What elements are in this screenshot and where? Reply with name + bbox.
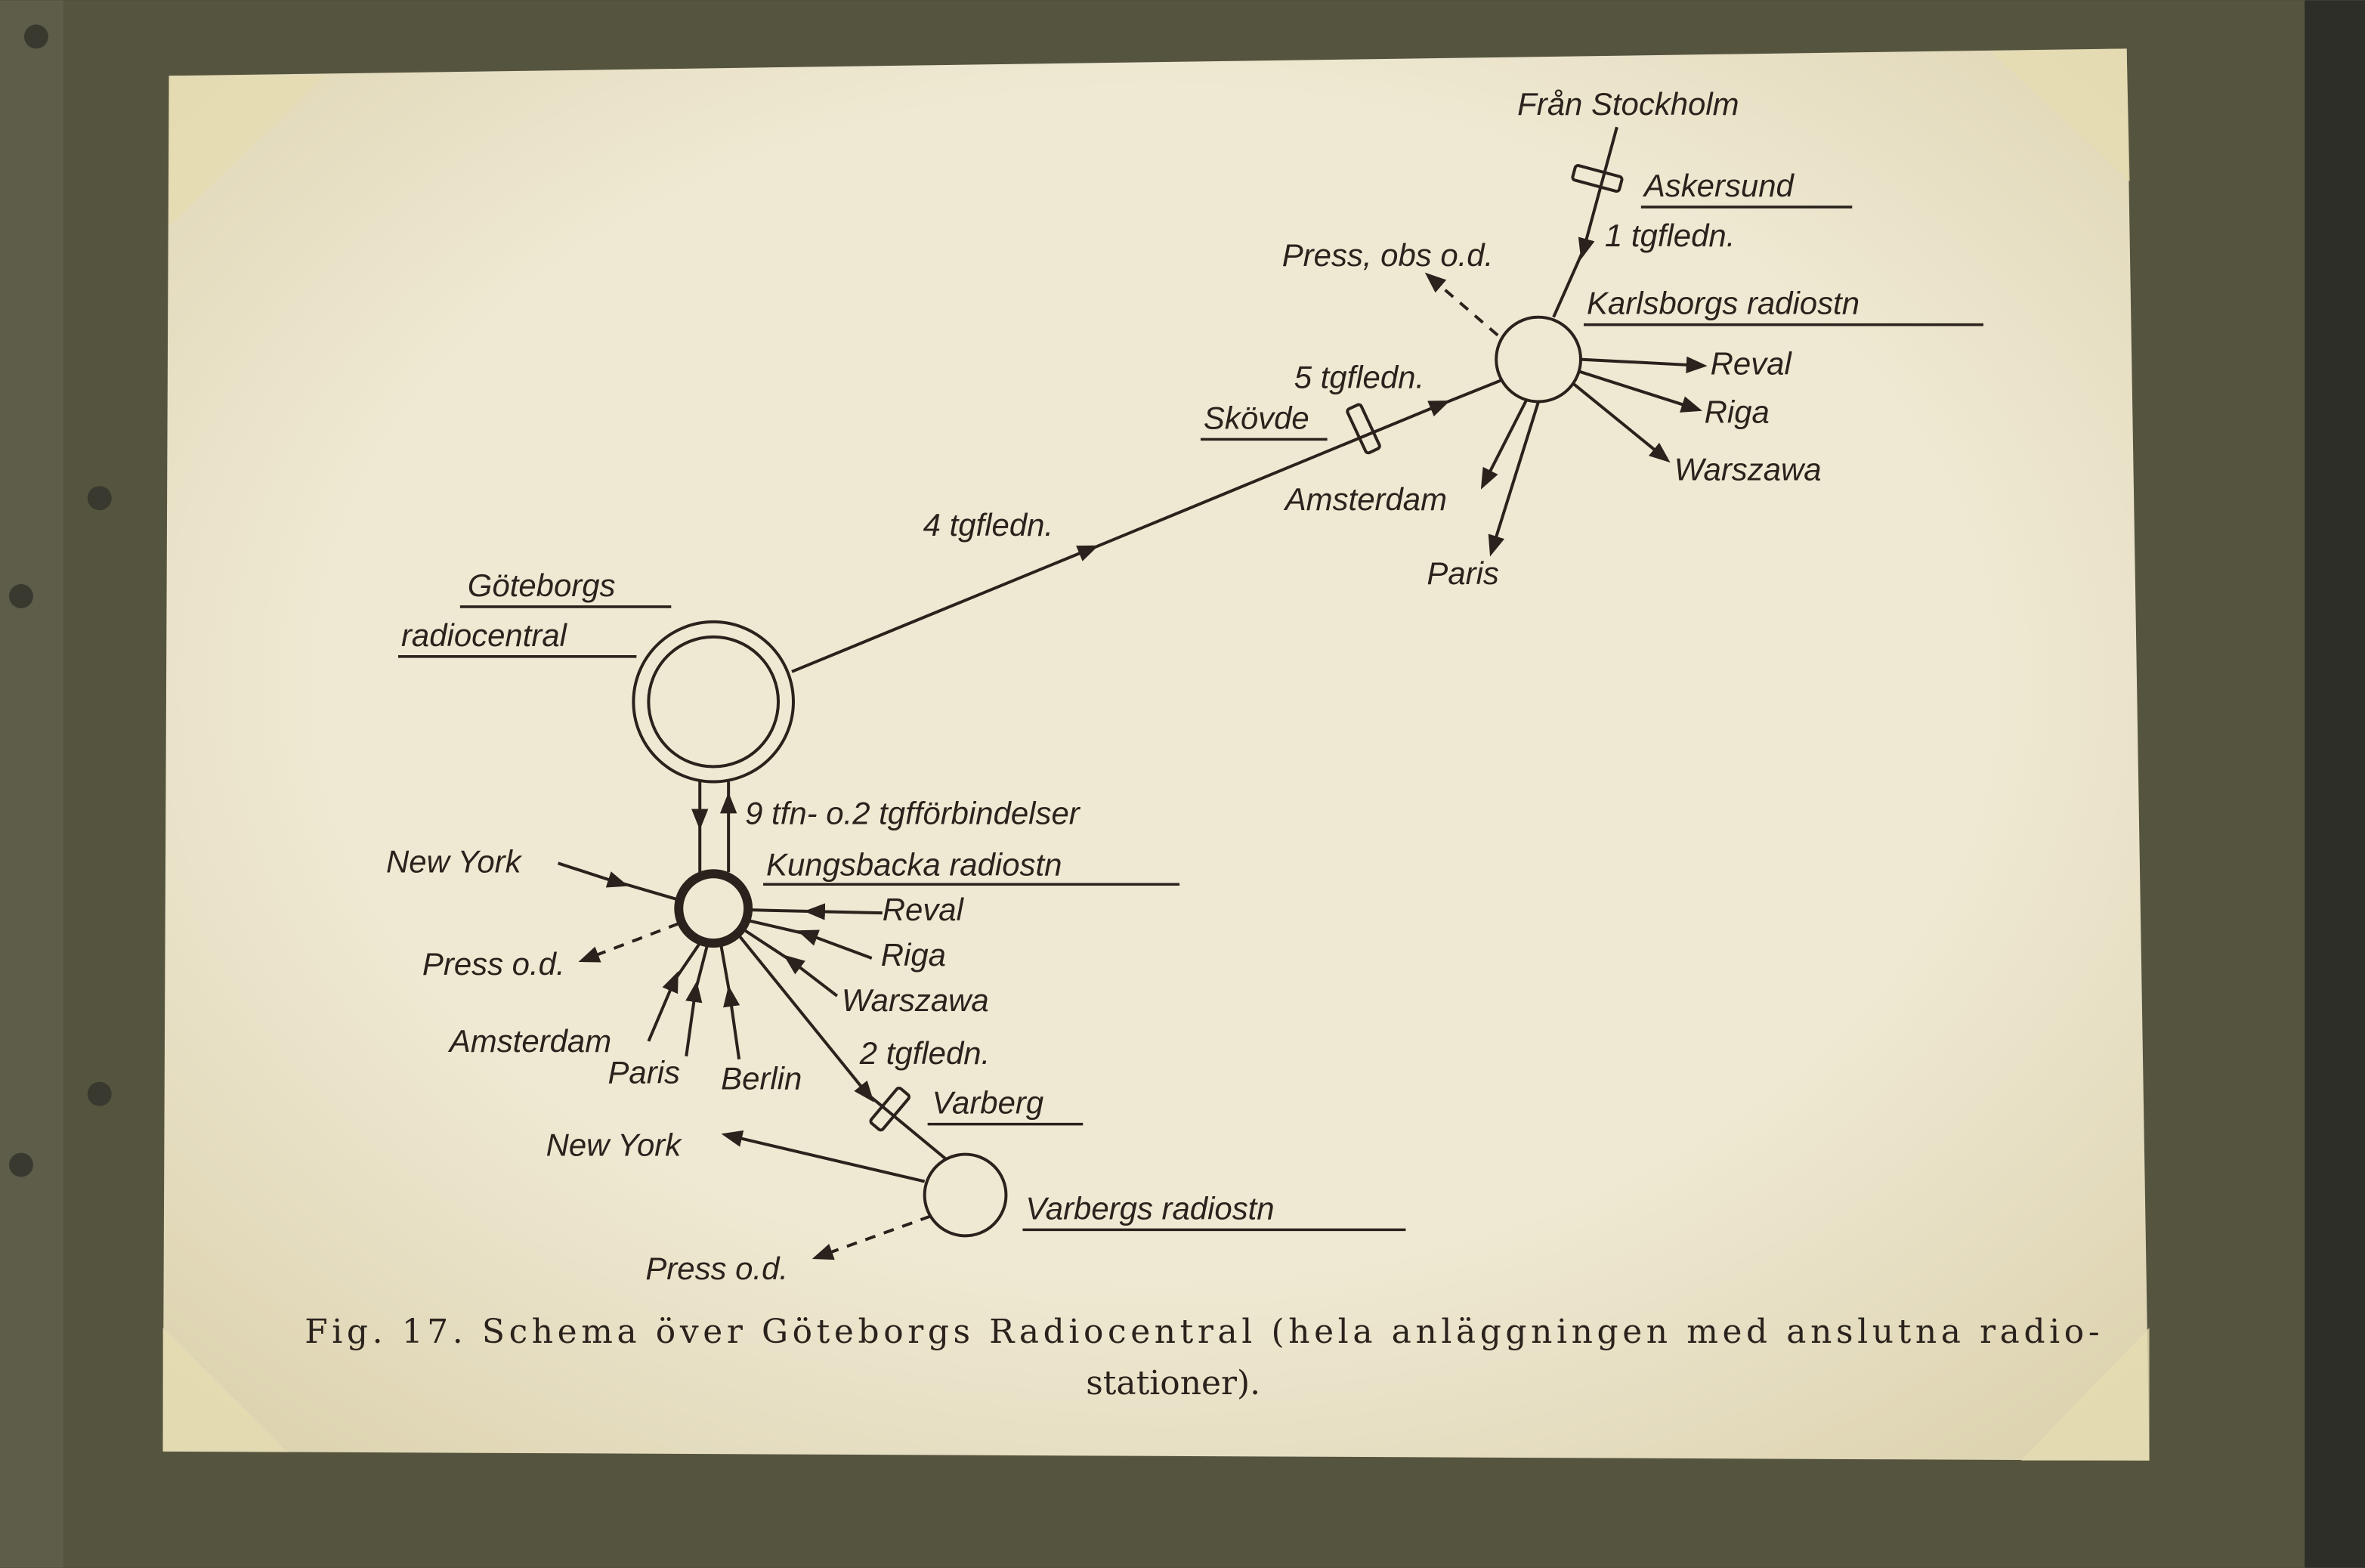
link-varberg-newyork xyxy=(721,1130,926,1183)
count-askersund: 1 tgfledn. xyxy=(1605,218,1735,253)
link-skovde-karlsborg xyxy=(1085,401,1451,552)
karlsborg-press-label: Press, obs o.d. xyxy=(1282,237,1494,273)
count-skovde: 5 tgfledn. xyxy=(1294,360,1424,395)
kungsbacka-newyork-label: New York xyxy=(386,843,523,879)
varberg-press-label: Press o.d. xyxy=(645,1251,788,1286)
varberg-relay-label: Varberg xyxy=(932,1085,1044,1121)
link-kungsbacka-varberg xyxy=(737,934,874,1103)
kungsbacka-warszawa-label: Warszawa xyxy=(842,982,989,1018)
link-riga-kungsbacka xyxy=(796,929,873,960)
kungsbacka-press-label: Press o.d. xyxy=(422,946,565,982)
varberg-node xyxy=(923,1152,1008,1238)
varberg-station-label: Varbergs radiostn xyxy=(1025,1190,1274,1226)
link-kungsbacka-press xyxy=(578,922,679,963)
link-goteborg-karlsborg xyxy=(791,545,1099,673)
karlsborg-riga-label: Riga xyxy=(1705,394,1770,429)
figure-caption-line-1: Fig. 17. Schema över Göteborgs Radiocent… xyxy=(305,1313,2099,1351)
goteborg-label-2: radiocentral xyxy=(401,617,568,653)
link-newyork-kungsbacka xyxy=(557,861,629,888)
kungsbacka-reval-label: Reval xyxy=(883,892,965,927)
karlsborg-paris-label: Paris xyxy=(1427,555,1499,591)
karlsborg-amsterdam-label: Amsterdam xyxy=(1283,481,1447,517)
kungsbacka-amsterdam-label: Amsterdam xyxy=(447,1023,611,1059)
link-karlsborg-paris xyxy=(1488,401,1541,557)
askersund-relay-icon xyxy=(1571,164,1624,193)
goteborg-central-node xyxy=(632,620,795,784)
link-karlsborg-amsterdam xyxy=(1480,399,1528,490)
link-reval-kungsbacka xyxy=(803,903,883,920)
karlsborg-reval-label: Reval xyxy=(1711,346,1793,382)
varberg-relay-icon xyxy=(869,1086,910,1132)
count-goteborg-karlsborg: 4 tgfledn. xyxy=(923,507,1053,543)
from-stockholm-label: Från Stockholm xyxy=(1517,86,1739,122)
kungsbacka-node xyxy=(674,869,753,948)
figure-caption-line-2: stationer). xyxy=(1086,1364,1260,1403)
skovde-label: Skövde xyxy=(1204,400,1309,435)
link-berlin-kungsbacka xyxy=(723,985,741,1060)
count-varberg: 2 tgfledn. xyxy=(859,1035,990,1071)
link-karlsborg-press xyxy=(1424,272,1499,337)
board-right-edge xyxy=(2305,0,2365,1568)
skovde-relay-icon xyxy=(1346,403,1381,455)
board-left-rail xyxy=(0,0,63,1568)
kungsbacka-berlin-label: Berlin xyxy=(721,1061,802,1096)
link-karlsborg-warszawa xyxy=(1572,382,1671,463)
kungsbacka-label: Kungsbacka radiostn xyxy=(766,846,1062,882)
link-paris-kungsbacka xyxy=(685,981,703,1057)
kungsbacka-paris-label: Paris xyxy=(607,1055,680,1090)
link-karlsborg-riga xyxy=(1578,370,1703,413)
askersund-label: Askersund xyxy=(1642,168,1795,203)
link-amsterdam-kungsbacka xyxy=(647,971,679,1042)
count-goteborg-kungsbacka: 9 tfn- o.2 tgfförbindelser xyxy=(745,795,1081,830)
goteborg-label-1: Göteborgs xyxy=(468,568,616,603)
link-warszawa-kungsbacka xyxy=(783,954,839,997)
screw-icons xyxy=(8,24,112,1177)
karlsborg-label: Karlsborgs radiostn xyxy=(1587,286,1860,321)
kungsbacka-riga-label: Riga xyxy=(881,937,946,973)
varberg-newyork-label: New York xyxy=(546,1127,683,1163)
paper-sheet xyxy=(162,48,2150,1461)
karlsborg-warszawa-label: Warszawa xyxy=(1674,451,1822,487)
link-karlsborg-reval xyxy=(1580,356,1708,374)
